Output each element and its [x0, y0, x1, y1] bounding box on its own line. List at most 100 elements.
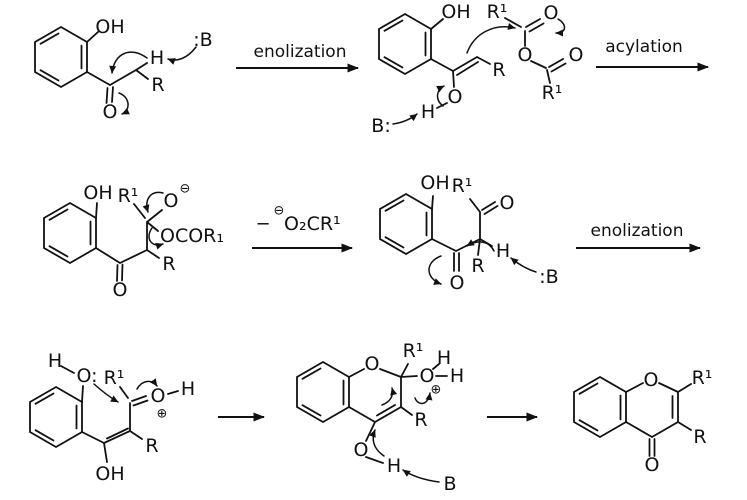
structure-bisenol-cation: H O: R¹ O H ⊕ R OH [29, 350, 195, 485]
curved-arrow [148, 227, 164, 250]
aromatic-double-bonds [384, 199, 428, 249]
enol-h-label: H [387, 455, 401, 477]
r-group-label: R [162, 253, 175, 275]
alpha-h-label: H [496, 240, 510, 262]
double-bonds [103, 395, 149, 444]
anhydride-o2-label: O [569, 44, 584, 66]
r1-label: R¹ [452, 175, 473, 197]
carbonyl-o-label: O [500, 192, 515, 214]
carbonyl-o-label: O [103, 101, 118, 123]
r-group-label: R [693, 426, 706, 448]
carbonyl-o-label: O [113, 279, 128, 301]
curved-arrow [510, 257, 537, 273]
double-bonds [648, 395, 674, 457]
hydroxyl-label: OH [83, 182, 112, 204]
curved-arrow [428, 255, 442, 285]
ester-group-label: OCOR₁ [160, 225, 224, 247]
enol-h-label: H [421, 101, 435, 123]
minus-sign: − [255, 214, 270, 235]
enol-o-label: O [354, 439, 369, 461]
benzene-ring [34, 25, 88, 89]
double-bonds [453, 201, 499, 272]
curved-arrow [436, 85, 445, 107]
hydroxyl-label: OH [95, 16, 124, 38]
step-label: enolization [254, 42, 347, 62]
curved-arrow [93, 383, 119, 403]
benzene-ring [296, 360, 350, 424]
plus-charge-icon: ⊕ [157, 407, 168, 422]
ketone-o-label: O [645, 454, 660, 476]
r1-label: R¹ [118, 185, 139, 207]
oh-h-label: H [181, 378, 195, 400]
r-group-label: R [492, 59, 505, 81]
enol-double-bond [376, 404, 396, 417]
hydroxyl-label: OH [420, 172, 449, 194]
curved-arrow [466, 239, 495, 252]
benzene-ring [573, 375, 627, 439]
ring-o-label: O [365, 353, 380, 375]
double-bonds [456, 18, 567, 76]
carbonyl-o-label: O [450, 272, 465, 294]
bond [625, 382, 692, 438]
curved-arrow [369, 429, 385, 457]
structure-cyclized-intermediate: O R¹ H O H ⊕ R O H B [296, 340, 464, 495]
step-arrow-carboxylate-loss: − ⊖ O₂CR¹ [252, 204, 353, 253]
phenol-h-label: H [48, 350, 62, 372]
enol-o-label: O [448, 86, 463, 108]
step-arrow-enolization-2: enolization [576, 221, 701, 253]
r-group-label: R [414, 409, 427, 431]
ring-o-label: O [644, 369, 659, 391]
water-h-label: H [437, 347, 451, 369]
r-group-label: R [471, 255, 484, 277]
step-label: enolization [591, 221, 684, 241]
minus-charge-icon: ⊖ [274, 204, 285, 219]
curved-arrow [167, 46, 197, 65]
r1-label: R¹ [487, 1, 508, 23]
benzene-ring [29, 385, 83, 449]
water-o-label: O [420, 365, 435, 387]
curved-arrow [136, 378, 158, 390]
r1-label: R¹ [104, 367, 125, 389]
structure-diketone: OH R¹ O H R :B O [379, 172, 559, 294]
r1-label: R¹ [542, 82, 563, 104]
bond [86, 31, 149, 86]
step-arrow-enolization-1: enolization [236, 42, 359, 73]
hydroxyl-label: OH [441, 1, 470, 23]
carbonyl-double-bond [105, 86, 114, 104]
curved-arrow [381, 387, 398, 406]
step-label: acylation [605, 37, 683, 57]
benzene-ring [43, 201, 97, 265]
base-label: B [443, 473, 456, 495]
plus-charge-icon: ⊕ [431, 383, 442, 398]
curved-arrow [466, 23, 516, 54]
aromatic-double-bonds [383, 19, 427, 69]
curved-arrow [414, 392, 433, 405]
benzene-ring [378, 12, 432, 76]
oxocarbenium-o-label: O [151, 385, 166, 407]
bond [431, 195, 493, 256]
bond [60, 365, 179, 463]
ester-o-label: O [518, 44, 533, 66]
r1-label: R¹ [403, 340, 424, 362]
base-label: :B [193, 29, 212, 51]
step-arrow-acylation: acylation [596, 37, 709, 72]
structure-hydroxyketone: OH H :B R O [34, 16, 213, 123]
structure-enol-anhydride: OH R¹ O O O R¹ R O H B: [371, 1, 583, 137]
r-group-label: R [145, 435, 158, 457]
bond [430, 17, 551, 109]
bond [95, 202, 163, 264]
enol-oh-label: OH [95, 463, 124, 485]
r1-label: R¹ [692, 367, 713, 389]
alkoxide-o-label: O [164, 190, 179, 212]
curved-arrow [109, 51, 148, 74]
curved-arrow [392, 113, 418, 125]
carboxylate-formula: O₂CR¹ [284, 213, 341, 235]
r-group-label: R [151, 74, 164, 96]
aromatic-double-bonds [39, 32, 83, 82]
phenol-o-label: O: [76, 365, 97, 387]
anhydride-o-label: O [544, 2, 559, 24]
curved-arrow [402, 469, 440, 483]
aromatic-double-bonds [301, 367, 345, 417]
